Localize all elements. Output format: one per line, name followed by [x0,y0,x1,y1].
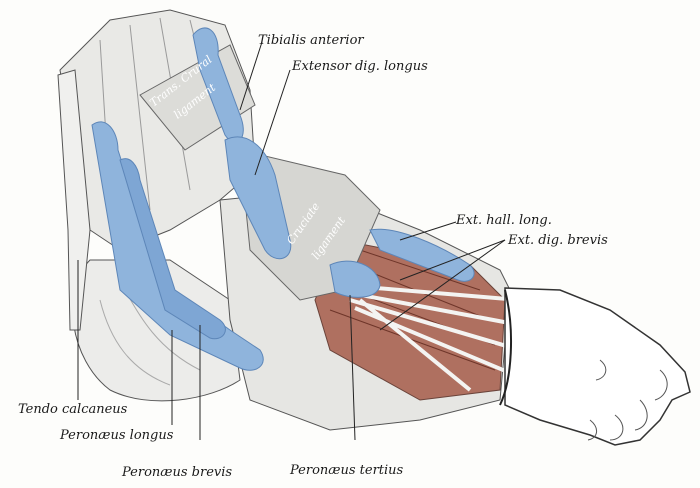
extensor-dig-longus-sheath [224,136,292,260]
extensor-tendons [339,283,521,392]
label-tibialis-anterior: Tibialis anterior [258,33,364,48]
forefoot [504,287,691,446]
label-peronaeus-longus: Peronæus longus [60,428,174,443]
peronaeus-sheath [91,121,264,371]
label-extensor-dig-longus: Extensor dig. longus [292,59,428,74]
leg-bone-lines [99,17,216,211]
label-ext-dig-brevis: Ext. dig. brevis [508,233,608,248]
label-ext-hall-long: Ext. hall. long. [456,213,552,228]
toe-lines [587,359,668,441]
label-peronaeus-brevis: Peronæus brevis [122,465,233,480]
tendo-calcaneus-shape [57,69,91,331]
peroneal-tertius-sheath [329,260,381,298]
leader-peronaeus-tertius [349,294,356,441]
leader-extensor-dig-longus [254,69,291,176]
peronaeus-brevis-sheath [119,158,226,340]
skin-cut-edge [499,289,512,406]
label-tendo-calcaneus: Tendo calcaneus [18,402,128,417]
label-peronaeus-tertius: Peronæus tertius [290,463,404,478]
leader-tibialis [239,41,263,111]
leader-ext-hall-long [399,221,457,241]
leader-lines [77,41,506,441]
leader-ext-dig-brevis-2 [379,239,506,331]
leader-ext-dig-brevis-1 [399,239,506,281]
